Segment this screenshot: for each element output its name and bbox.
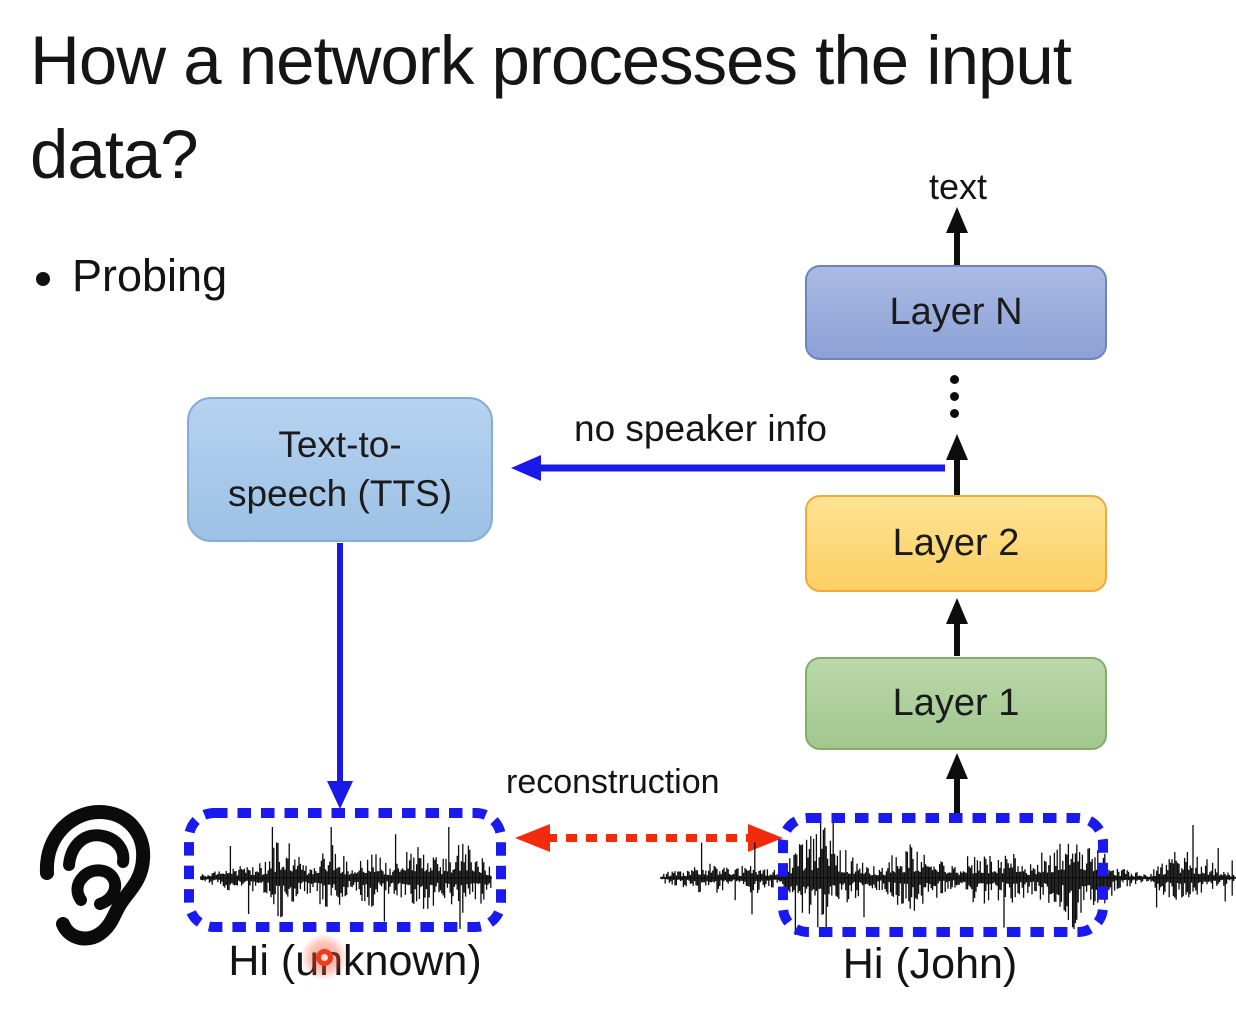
right-waveform-caption: Hi (John) <box>842 940 1018 988</box>
output-text-label: text <box>928 166 988 207</box>
tts-label-line2: speech (TTS) <box>227 472 453 514</box>
no-speaker-info-label: no speaker info <box>574 408 828 449</box>
layer-1-label: Layer 1 <box>892 682 1020 724</box>
arrow-reconstruction-icon <box>515 824 783 852</box>
tts-box: Text-to- speech (TTS) <box>187 397 493 542</box>
bullet-item: Probing <box>36 250 227 302</box>
arrow-waveform-to-layer1-icon <box>946 753 968 821</box>
reconstruction-label: reconstruction <box>506 763 720 801</box>
arrow-tts-to-waveform-icon <box>327 543 353 809</box>
layer-1-box: Layer 1 <box>805 657 1107 750</box>
tts-label-line1: Text-to- <box>278 423 402 465</box>
bullet-icon <box>36 272 50 286</box>
layer-2-label: Layer 2 <box>892 522 1020 564</box>
layer-2-box: Layer 2 <box>805 495 1107 592</box>
right-waveform-dotted-box <box>778 813 1108 937</box>
arrow-layerN-to-text-icon <box>946 207 968 267</box>
layer-n-box: Layer N <box>805 265 1107 360</box>
ear-icon <box>39 804 151 946</box>
left-waveform <box>200 827 492 929</box>
arrow-no-speaker-info-icon <box>511 455 945 481</box>
slide-title: How a network processes the input data? <box>30 22 1072 193</box>
bullet-label: Probing <box>72 250 228 301</box>
ellipsis-dots-icon <box>950 375 959 418</box>
right-waveform <box>660 821 1236 935</box>
laser-pointer-dot <box>301 934 347 980</box>
arrow-layer1-to-layer2-icon <box>946 598 968 656</box>
arrow-layer2-to-layerN-icon <box>946 434 968 496</box>
layer-n-label: Layer N <box>889 291 1023 333</box>
left-waveform-dotted-box <box>184 808 506 932</box>
left-waveform-caption: Hi (unknown) <box>228 937 482 985</box>
